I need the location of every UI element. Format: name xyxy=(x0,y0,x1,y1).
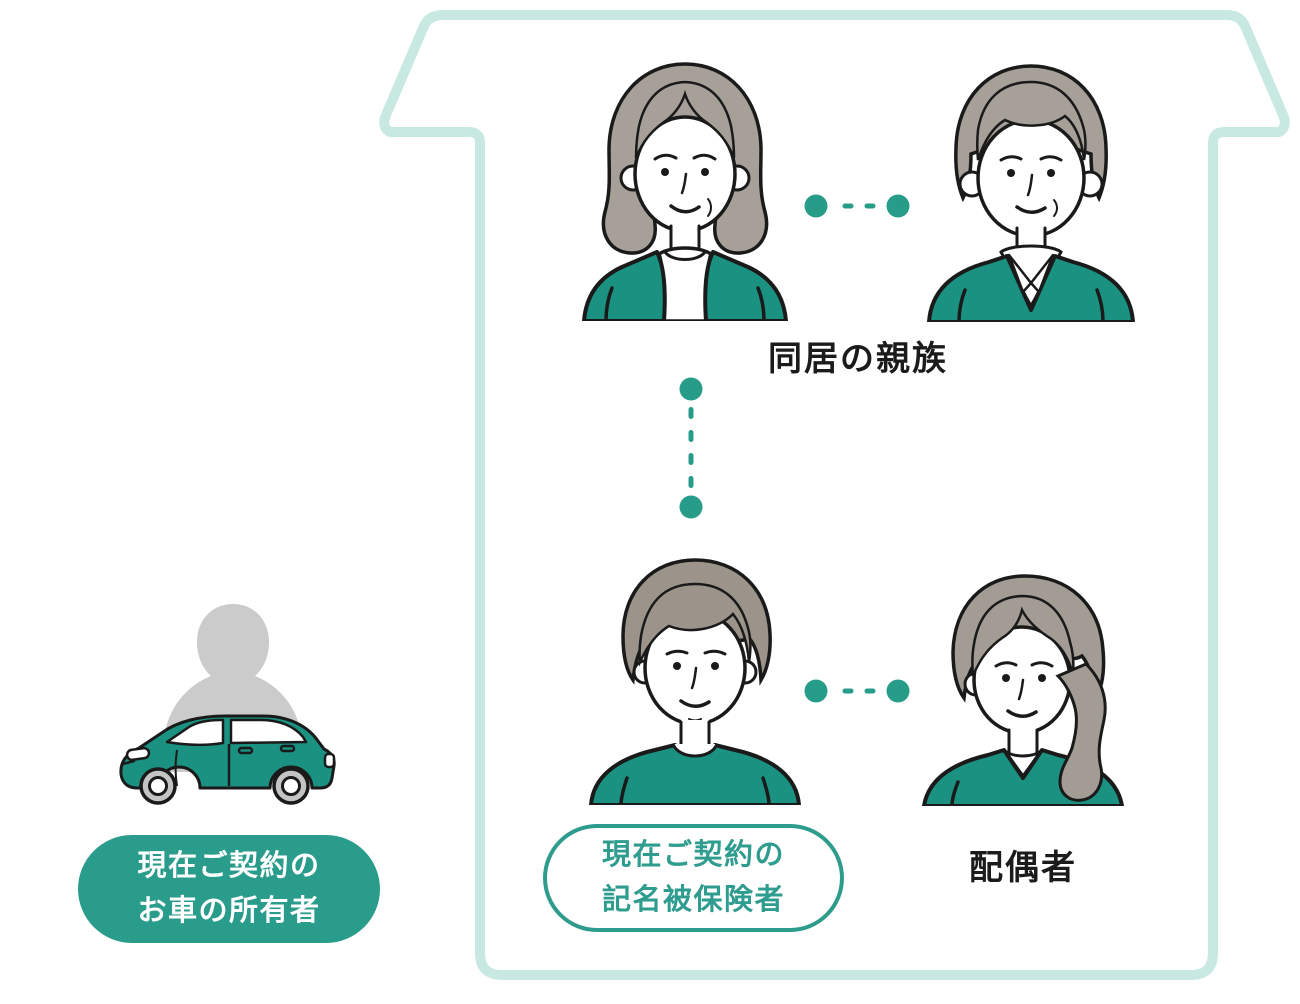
named-insured-badge-line1: 現在ご契約の xyxy=(601,839,785,871)
car-owner-badge-line2: お車の所有者 xyxy=(137,895,321,927)
dotted-link-vertical-icon xyxy=(679,377,703,519)
elder-woman-illustration xyxy=(582,62,788,321)
household-relatives-label: 同居の親族 xyxy=(768,340,948,378)
young-man-illustration xyxy=(589,558,801,805)
elder-man-illustration xyxy=(927,64,1135,322)
car-owner-badge: 現在ご契約の お車の所有者 xyxy=(78,835,380,943)
named-insured-badge-line2: 記名被保険者 xyxy=(601,884,785,916)
spouse-label: 配偶者 xyxy=(969,849,1077,887)
car-owner-badge-line1: 現在ご契約の xyxy=(137,850,321,882)
young-woman-illustration xyxy=(922,574,1124,806)
dotted-link-horizontal-icon xyxy=(804,679,910,703)
named-insured-badge: 現在ご契約の 記名被保険者 xyxy=(543,824,844,932)
dotted-link-horizontal-icon xyxy=(804,194,910,218)
car-illustration xyxy=(119,714,336,805)
